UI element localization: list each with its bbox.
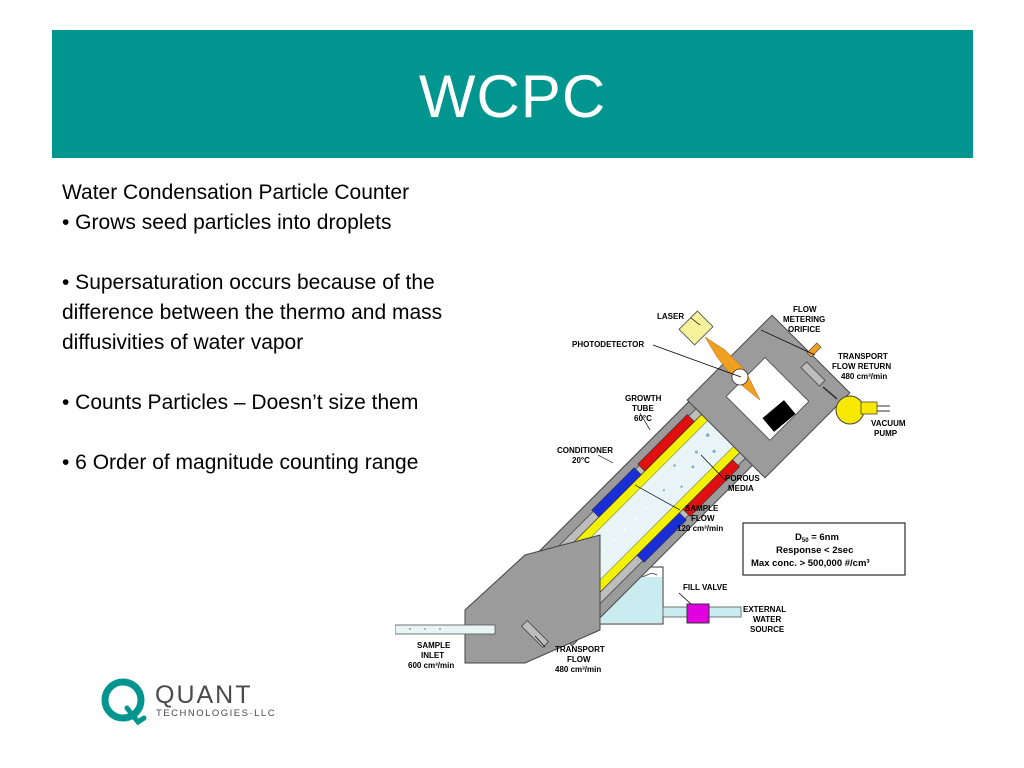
label-porous-media-2: MEDIA [728,484,754,493]
label-laser: LASER [657,312,684,321]
label-external-water-3: SOURCE [750,625,785,634]
vacuum-pump [835,395,865,425]
laser-beam [704,336,761,401]
quant-logo: QUANT TECHNOLOGIES·LLC [101,678,276,726]
label-external-water-2: WATER [753,615,782,624]
slide-title: WCPC [418,63,607,130]
label-flow-metering-3: ORIFICE [788,325,821,334]
heading-line: Water Condensation Particle Counter [62,181,410,204]
fill-valve [686,603,710,624]
label-growth-tube: GROWTH [625,394,662,403]
instrument-base [464,534,601,664]
transport-flow-tube [520,619,550,649]
heater-left [637,414,695,472]
slide-body: Water Condensation Particle Counter • Gr… [62,178,532,478]
photodetector-block [762,400,796,432]
bullet-grows: • Grows seed particles into droplets [62,211,392,234]
logo-q-icon [101,678,145,722]
label-conditioner: CONDITIONER [557,446,613,455]
label-porous-media: POROUS [725,474,760,483]
label-vacuum: VACUUM [871,419,906,428]
bullet-supersaturation: • Supersaturation occurs because of the [62,271,435,294]
laser [678,310,714,346]
label-flow-metering-2: METERING [783,315,825,324]
spec-response: Response < 2sec [776,545,853,556]
label-sample-inlet: SAMPLE [417,641,451,650]
label-sample-flow-3: 120 cm³/min [677,524,723,533]
spec-box [742,522,906,576]
label-flow-metering: FLOW [793,305,817,314]
label-transport-return: TRANSPORT [838,352,888,361]
label-vacuum-2: PUMP [874,429,898,438]
label-sample-flow-2: FLOW [691,514,715,523]
conditioner-right [636,512,687,563]
wcpc-diagram: LASER FLOW METERING ORIFICE PHOTODETECTO… [395,305,906,674]
label-transport-return-2: FLOW RETURN [832,362,891,371]
label-transport-return-3: 480 cm³/min [841,372,887,381]
title-banner: WCPC [52,30,973,158]
label-transport-flow-3: 480 cm³/min [555,665,601,674]
flow-metering-orifice [806,342,822,358]
label-external-water: EXTERNAL [743,605,786,614]
label-growth-tube-3: 60°C [634,414,652,423]
label-sample-inlet-2: INLET [421,651,444,660]
logo-name: QUANT [155,681,253,709]
bullet-counts: • Counts Particles – Doesn’t size them [62,391,419,414]
label-sample-inlet-3: 600 cm³/min [408,661,454,670]
spec-max-conc: Max conc. > 500,000 #/cm³ [751,558,870,569]
logo-subtitle: TECHNOLOGIES·LLC [156,708,276,719]
label-transport-flow: TRANSPORT [555,645,605,654]
heater-right [682,459,740,517]
spec-d50: D50 = 6nm [795,532,839,544]
bullet-supersaturation-line2: difference between the thermo and mass [62,301,443,324]
bullet-supersaturation-line3: diffusivities of water vapor [62,331,304,354]
label-sample-flow: SAMPLE [685,504,719,513]
label-fill-valve: FILL VALVE [683,583,728,592]
label-photodetector: PHOTODETECTOR [572,340,644,349]
label-growth-tube-2: TUBE [632,404,654,413]
sample-inlet-tube [395,624,496,635]
conditioner-left [591,467,642,518]
label-transport-flow-2: FLOW [567,655,591,664]
bullet-range: • 6 Order of magnitude counting range [62,451,419,474]
label-conditioner-2: 20°C [572,456,590,465]
